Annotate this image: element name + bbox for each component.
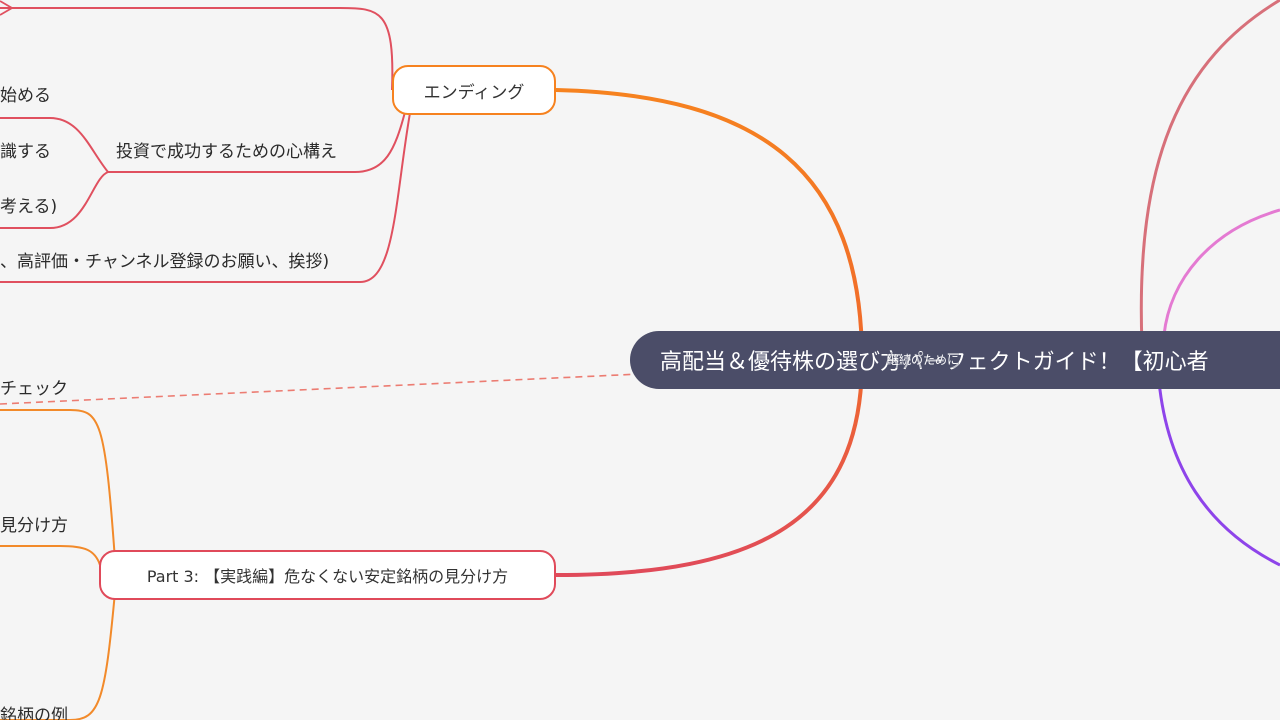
relationship-label[interactable]: 継続のために [887,352,960,368]
node-part3[interactable]: Part 3: 【実践編】危なくない安定銘柄の見分け方 [99,550,556,600]
node-ending[interactable]: エンディング [392,65,556,115]
branch-line-mindset-recognize [0,117,109,173]
leaf-check[interactable]: チェック [0,379,68,399]
branch-line-ending-closing [0,112,411,283]
leaf-recognize[interactable]: 識する [0,142,51,162]
node-part3-label: Part 3: 【実践編】危なくない安定銘柄の見分け方 [146,567,509,586]
central-topic-label: 高配当＆優待株の選び方パーフェクトガイド！【初心者 [660,350,1209,375]
node-ending-label: エンディング [423,82,525,103]
branch-line-ending-top [0,7,394,91]
node-mindset[interactable]: 投資で成功するための心構え [116,142,337,162]
branch-line-part3-distinguish [0,545,101,566]
leaf-closing[interactable]: 、高評価・チャンネル登録のお願い、挨拶) [0,252,330,272]
branch-line-mindset-think [0,171,109,229]
branch-line-part3-example [0,591,116,720]
leaf-distinguish[interactable]: 見分け方 [0,516,68,536]
central-topic[interactable]: 高配当＆優待株の選び方パーフェクトガイド！【初心者 [630,331,1280,389]
leaf-start[interactable]: 始める [0,86,51,106]
branch-line-ending-mindset [108,111,406,173]
branch-line-right-3 [1156,369,1280,567]
branch-line-part3-check [0,409,116,561]
branch-line-right-2 [1162,208,1280,336]
branch-line-right-1 [1139,0,1280,346]
leaf-think[interactable]: 考える) [0,197,58,217]
leaf-example[interactable]: 銘柄の例 [0,706,68,720]
branch-line-ending-arrow [0,0,14,16]
branch-line-part3 [555,359,864,577]
branch-line-ending [555,88,864,361]
